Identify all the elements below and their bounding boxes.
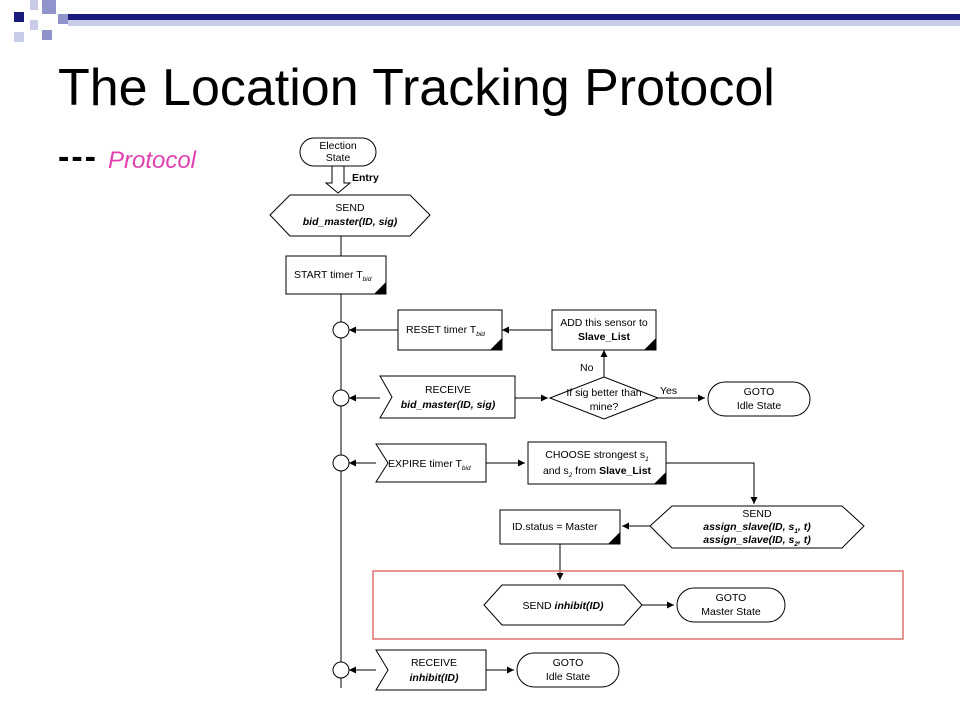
deco-square-light bbox=[14, 32, 24, 42]
page-subtitle: --- Protocol bbox=[58, 138, 196, 177]
choose-strongest-node bbox=[527, 441, 667, 485]
send-bid-line1: SEND bbox=[335, 202, 365, 214]
deco-square-blue bbox=[58, 14, 68, 24]
goto-master-line2: Master State bbox=[701, 606, 761, 618]
send-assign-line2: assign_slave(ID, s1, t) bbox=[703, 521, 811, 535]
receive-inhibit-node bbox=[375, 649, 487, 691]
election-state-line1: Election bbox=[319, 140, 357, 152]
send-inhibit-label: SEND inhibit(ID) bbox=[522, 600, 604, 612]
entry-label: Entry bbox=[352, 172, 379, 184]
goto-idle-state-node bbox=[707, 381, 811, 417]
id-status-label: ID.status = Master bbox=[512, 521, 598, 533]
flowchart: Election State Entry SEND bid_master(ID,… bbox=[230, 128, 920, 693]
deco-square-light bbox=[30, 0, 38, 10]
goto-idle-2-line2: Idle State bbox=[546, 671, 591, 683]
merge-circle bbox=[332, 454, 350, 472]
receive-bid-line1: RECEIVE bbox=[425, 384, 471, 396]
entry-arrow bbox=[324, 165, 352, 194]
receive-inhibit-line1: RECEIVE bbox=[411, 657, 457, 669]
reset-timer-label: RESET timer Tbid bbox=[406, 324, 485, 338]
merge-circle bbox=[332, 321, 350, 339]
start-timer-label: START timer Tbid bbox=[294, 269, 372, 283]
merge-circle bbox=[332, 661, 350, 679]
process-corner-mark bbox=[608, 532, 620, 544]
arrow-choose-to-assign bbox=[666, 462, 758, 504]
send-assign-line1: SEND bbox=[742, 508, 772, 520]
receive-inhibit-line2: inhibit(ID) bbox=[410, 672, 459, 684]
merge-circle bbox=[332, 389, 350, 407]
goto-master-state-node bbox=[676, 587, 786, 623]
deco-bar-light bbox=[68, 20, 960, 26]
add-sensor-line1: ADD this sensor to bbox=[560, 317, 648, 329]
decision-line2: mine? bbox=[590, 401, 619, 413]
highlight-box bbox=[372, 570, 904, 640]
deco-square-navy bbox=[14, 12, 24, 22]
election-state-line2: State bbox=[326, 152, 351, 164]
expire-timer-node bbox=[375, 443, 487, 483]
receive-bid-line2: bid_master(ID, sig) bbox=[401, 399, 496, 411]
title-decoration bbox=[14, 0, 960, 42]
deco-square-light bbox=[30, 20, 38, 30]
choose-line2: and s2 from Slave_List bbox=[543, 465, 652, 479]
process-corner-mark bbox=[490, 338, 502, 350]
deco-square-blue bbox=[42, 0, 56, 14]
process-corner-mark bbox=[374, 282, 386, 294]
subtitle-dashes: --- bbox=[58, 138, 98, 176]
yes-label: Yes bbox=[660, 385, 677, 397]
subtitle-text: Protocol bbox=[107, 147, 197, 174]
goto-idle-1-line2: Idle State bbox=[737, 400, 782, 412]
choose-line1: CHOOSE strongest s1 bbox=[545, 449, 649, 463]
process-corner-mark bbox=[644, 338, 656, 350]
send-bid-line2: bid_master(ID, sig) bbox=[303, 216, 398, 228]
goto-idle-2-line1: GOTO bbox=[553, 657, 584, 669]
goto-idle-state-node bbox=[516, 652, 620, 688]
start-timer-node bbox=[285, 255, 387, 295]
add-sensor-node bbox=[551, 309, 657, 351]
add-sensor-line2: Slave_List bbox=[578, 331, 630, 343]
decision-line1: If sig better than bbox=[566, 387, 641, 399]
page-title: The Location Tracking Protocol bbox=[58, 59, 775, 117]
send-assign-line3: assign_slave(ID, s2, t) bbox=[703, 534, 811, 548]
expire-timer-label: EXPIRE timer Tbid bbox=[388, 458, 471, 472]
process-corner-mark bbox=[654, 472, 666, 484]
receive-bid-master-node bbox=[379, 375, 516, 419]
deco-square-blue bbox=[42, 30, 52, 40]
send-assign-slave-node bbox=[649, 505, 865, 549]
send-bid-master-node bbox=[269, 194, 431, 237]
goto-master-line1: GOTO bbox=[716, 592, 747, 604]
goto-idle-1-line1: GOTO bbox=[744, 386, 775, 398]
no-label: No bbox=[580, 362, 594, 374]
deco-bar-navy bbox=[68, 14, 960, 20]
